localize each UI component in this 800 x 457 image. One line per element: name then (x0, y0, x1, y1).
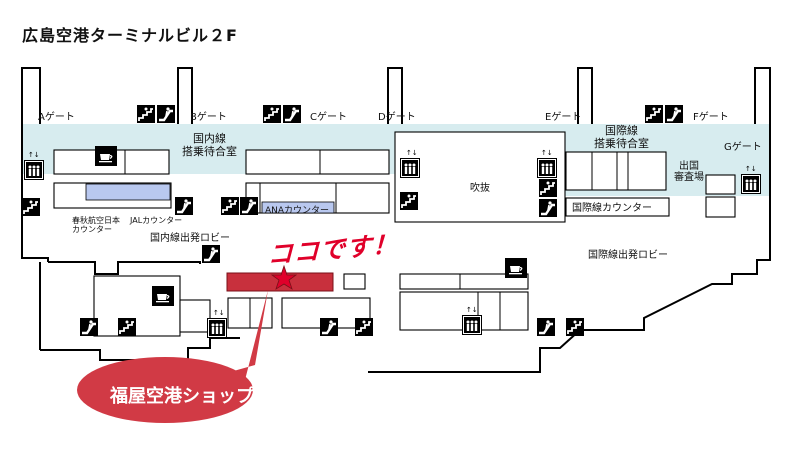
gate-c-label: Cゲート (310, 112, 347, 123)
shunju-jal-counter-block (85, 183, 171, 201)
shunju-counter-line1: 春秋航空日本 (72, 216, 120, 225)
escalator-icon (535, 316, 557, 338)
stairs-icon (21, 197, 41, 217)
svg-text:↑↓: ↑↓ (406, 149, 418, 157)
terminal-walls (21, 67, 771, 373)
stairs-icon (538, 178, 558, 198)
immigration-line1: 出国 (679, 161, 699, 172)
svg-text:↑↓: ↑↓ (28, 151, 40, 159)
immigration-line2: 審査場 (674, 172, 704, 183)
room-dividers (124, 150, 629, 330)
elevator-icon (23, 159, 45, 181)
escalator-icon (537, 197, 559, 219)
callout-bubble (77, 357, 253, 423)
map-title: 広島空港ターミナルビル２F (22, 26, 238, 45)
stairs-icon (117, 317, 137, 337)
cafe-icon (94, 145, 118, 167)
stairs-icon (644, 104, 664, 124)
elevator-icon (399, 157, 421, 179)
stairs-icon (262, 104, 282, 124)
stairs-icon (399, 191, 419, 211)
elevator-icon (206, 317, 228, 339)
cafe-icon (151, 285, 175, 307)
ana-counter-block (261, 201, 335, 214)
stairs-icon (565, 317, 585, 337)
escalator-icon (238, 195, 260, 217)
elevator-icon (536, 157, 558, 179)
stairs-icon (354, 317, 374, 337)
escalator-icon (155, 103, 177, 125)
gate-f-label: Fゲート (693, 112, 729, 123)
shop-star-icon (270, 264, 298, 290)
domestic-waiting-line1: 国内線 (193, 132, 226, 145)
gate-g-label: Gゲート (724, 142, 762, 153)
svg-text:↑↓: ↑↓ (745, 165, 757, 173)
shop-name-label[interactable]: 福屋空港ショップ (110, 386, 254, 407)
updown-arrows: ↑↓ ↑↓ ↑↓ ↑↓ ↑↓ ↑↓ (28, 149, 757, 317)
escalator-icon (318, 316, 340, 338)
gate-e-label: Eゲート (545, 112, 582, 123)
domestic-lobby-label: 国内線出発ロビー (150, 233, 230, 244)
shunju-counter-label: 春秋航空日本 カウンター (72, 216, 120, 234)
escalator-icon (281, 103, 303, 125)
svg-text:↑↓: ↑↓ (541, 149, 553, 157)
escalator-icon (173, 195, 195, 217)
domestic-waiting-line2: 搭乗待合室 (182, 145, 237, 158)
escalator-icon (78, 316, 100, 338)
svg-text:↑↓: ↑↓ (213, 309, 225, 317)
shunju-counter-line2: カウンター (72, 225, 112, 234)
international-waiting-line1: 国際線 (605, 124, 638, 137)
international-waiting-line2: 搭乗待合室 (594, 137, 649, 150)
ana-counter-label: ANAカウンター (265, 206, 330, 216)
elevator-icon (740, 173, 762, 195)
elevator-icon (461, 314, 483, 336)
domestic-waiting-label: 国内線 搭乗待合室 (182, 132, 237, 158)
stairs-icon (136, 104, 156, 124)
gate-d-label: Dゲート (378, 112, 416, 123)
gate-b-label: Bゲート (190, 112, 227, 123)
svg-text:↑↓: ↑↓ (466, 306, 478, 314)
stairs-icon (220, 196, 240, 216)
escalator-icon (663, 103, 685, 125)
international-counter-label: 国際線カウンター (572, 203, 652, 214)
cafe-icon (504, 257, 528, 279)
atrium-label: 吹抜 (470, 183, 490, 194)
escalator-icon (200, 243, 222, 265)
immigration-label: 出国 審査場 (674, 161, 704, 183)
international-waiting-label: 国際線 搭乗待合室 (594, 124, 649, 150)
international-lobby-label: 国際線出発ロビー (588, 250, 668, 261)
gate-a-label: Aゲート (38, 112, 75, 123)
jal-counter-label: JALカウンター (130, 216, 183, 225)
